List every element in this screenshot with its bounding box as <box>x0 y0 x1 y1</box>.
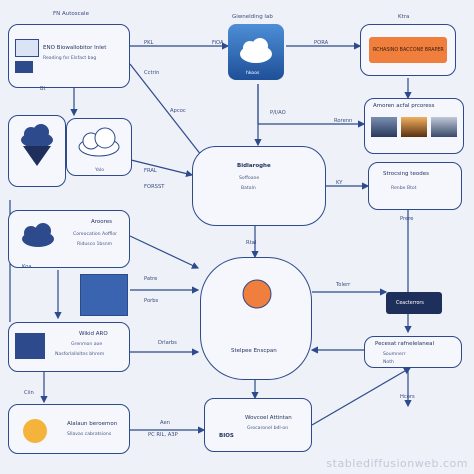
top-left-title: FN Autoscale <box>53 11 89 17</box>
orange-bar: RCHASINO BACCONE BRAPER <box>369 37 447 63</box>
edge-label: FRAL <box>144 168 157 174</box>
edge-label: PKL <box>144 40 154 46</box>
orange-bar-label: RCHASINO BACCONE BRAPER <box>373 48 444 53</box>
bottom-center-logo: BIOS <box>219 433 234 439</box>
edge-label: P/I/AO <box>270 110 286 116</box>
left-lower-box[interactable]: Wikid ARO Grenmon aoe Nasforlalloltns bh… <box>8 322 130 372</box>
left-lower-title: Wikid ARO <box>79 331 108 337</box>
bottom-center-title: Wovcoel Attintan <box>245 415 292 421</box>
edge-label: KY <box>336 180 343 186</box>
edge-label: Hcors <box>400 394 415 400</box>
left-cloud-panel[interactable]: Yalo <box>66 118 132 176</box>
bulb-icon <box>23 419 47 443</box>
image-thumb-3 <box>431 117 457 137</box>
center-circle-label: Stelpee Enscpan <box>231 348 277 354</box>
bottom-center-box[interactable]: BIOS Wovcoel Attintan Grocaronel bdl-on <box>204 398 312 452</box>
edge-label: Patre <box>144 276 158 282</box>
edge-label: Apcoc <box>170 108 186 114</box>
bottom-left-title: Alalaun beroemon <box>67 421 118 427</box>
stack-icon <box>80 274 128 316</box>
edge-label: Porbs <box>144 298 159 304</box>
right-mid-title: Strocsing teodes <box>383 171 429 177</box>
top-right-title: Ktra <box>398 14 410 20</box>
left-mid-line-1: Coreocation Aofflor <box>73 232 118 237</box>
orange-orb-icon <box>242 279 272 309</box>
top-center-caption: hkoos <box>246 71 260 76</box>
edge-label: Aen <box>160 420 170 426</box>
edge-label: PC RIL, A3P <box>148 432 178 438</box>
right-lower-box[interactable]: Pecesat rafnelelaneal Soumnerr Noth <box>364 336 462 368</box>
right-dark-badge[interactable]: Ceacterrors <box>386 292 442 314</box>
center-circle-node[interactable]: Stelpee Enscpan <box>200 257 312 380</box>
left-cloud-box[interactable] <box>8 115 66 187</box>
cloud-storm-icon <box>22 223 54 247</box>
edge-label: Rtal <box>246 240 257 246</box>
network-icon <box>15 333 45 359</box>
edge-label: Cctrin <box>144 70 160 76</box>
server-icon <box>15 61 33 73</box>
top-center-title: Giwnelding lab <box>232 14 273 20</box>
top-left-box[interactable]: FN Autoscale ENO Biowallobitor Inlet Rea… <box>8 11 130 88</box>
cloud-icon <box>240 38 272 63</box>
left-cloud-caption: Yalo <box>95 168 105 173</box>
edge-label: FiOA <box>212 40 224 46</box>
edge-label: Tolerr <box>336 282 351 288</box>
left-mid-title: Aroores <box>91 219 113 225</box>
edge-label: Ciin <box>24 390 34 396</box>
edge-label: Koa <box>22 264 32 270</box>
left-mid-box[interactable]: Aroores Coreocation Aofflor Ridusco 1bsn… <box>8 210 130 268</box>
right-images-box[interactable]: Amoren acfal prcoress <box>364 98 464 154</box>
edge-label: FORSST <box>144 184 165 190</box>
center-top-line-2: Bataln <box>241 186 256 191</box>
edge-label: Drlarbs <box>158 340 177 346</box>
image-thumb-1 <box>371 117 397 137</box>
edge-label: PORA <box>314 40 329 46</box>
bottom-left-box[interactable]: Alalaun beroemon Sllavas cabratsions <box>8 404 130 454</box>
top-left-line-1: ENO Biowallobitor Inlet <box>43 45 107 51</box>
list-icon <box>15 39 39 57</box>
cloud-icon <box>78 127 120 157</box>
center-top-title: Bidlaroghe <box>237 163 271 169</box>
center-top-line-1: Soffoane <box>239 176 260 181</box>
top-left-line-2: Reading for Elsfact bag <box>43 56 97 61</box>
edge-label: Rorenn <box>334 118 353 124</box>
edge-label: Prere <box>400 216 414 222</box>
right-lower-line-2: Noth <box>383 360 394 365</box>
watermark: stablediffusionweb.com <box>326 457 468 470</box>
bottom-center-line-1: Grocaronel bdl-on <box>247 426 289 431</box>
cloud-shield-icon <box>21 124 53 166</box>
right-mid-box[interactable]: Strocsing teodes Renbe Btot <box>368 162 462 210</box>
top-right-box[interactable]: RCHASINO BACCONE BRAPER <box>360 24 456 76</box>
right-dark-badge-title: Ceacterrors <box>396 301 424 306</box>
right-lower-line-1: Soumnerr <box>383 352 406 357</box>
right-mid-line-1: Renbe Btot <box>391 186 417 191</box>
left-mid-line-2: Ridusco 1bsnm <box>77 242 113 247</box>
image-thumb-2 <box>401 117 427 137</box>
right-lower-title: Pecesat rafnelelaneal <box>375 341 435 347</box>
right-images-title: Amoren acfal prcoress <box>373 103 435 109</box>
left-lower-line-1: Grenmon aoe <box>71 342 103 347</box>
edge-label: Bt <box>40 86 46 92</box>
left-lower-line-2: Nasforlalloltns bhrem <box>55 352 105 357</box>
bottom-left-line-1: Sllavas cabratsions <box>67 432 112 437</box>
top-center-cloud-tile[interactable]: hkoos <box>228 24 284 80</box>
center-top-node[interactable]: Bidlaroghe Soffoane Bataln <box>192 146 326 226</box>
